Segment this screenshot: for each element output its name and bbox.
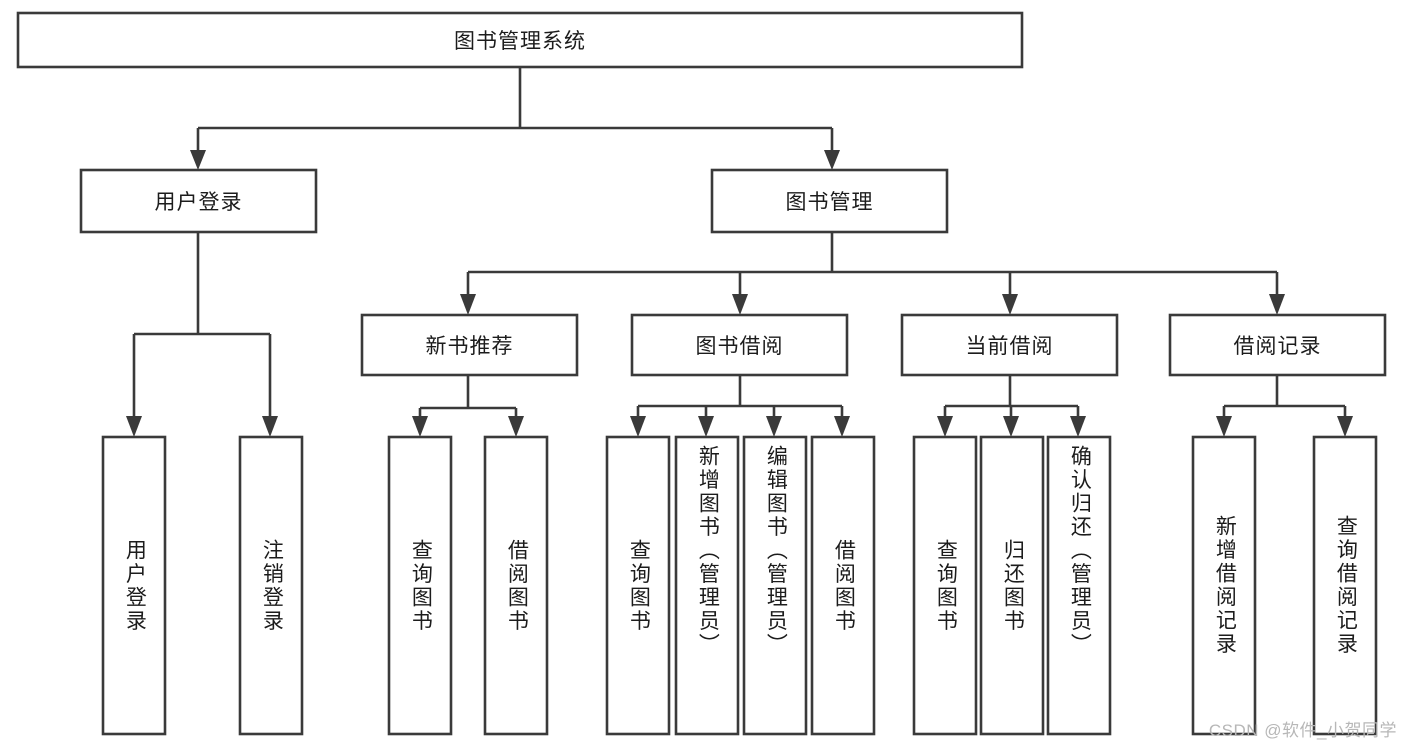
node-book-borrow[interactable] bbox=[630, 313, 849, 377]
arrowhead-leaf-user-login-2 bbox=[262, 416, 278, 437]
leaf-box-bborrow-2[interactable] bbox=[674, 435, 740, 736]
leaf-box-user-login-1[interactable] bbox=[101, 435, 167, 736]
node-root[interactable] bbox=[16, 11, 1024, 69]
connector-group-new-book bbox=[412, 375, 524, 437]
arrowhead-leaf-records-1 bbox=[1216, 416, 1232, 437]
arrowhead-leaf-records-2 bbox=[1337, 416, 1353, 437]
connector-group-borrow-records bbox=[1216, 375, 1353, 437]
leaf-box-bborrow-1[interactable] bbox=[605, 435, 671, 736]
arrowhead-leaf-cborrow-2 bbox=[1003, 416, 1019, 437]
arrowhead-leaf-bborrow-3 bbox=[766, 416, 782, 437]
arrowhead-borrow-records bbox=[1269, 294, 1285, 315]
arrowhead-leaf-newbook-2 bbox=[508, 416, 524, 437]
connector-group-book-borrow bbox=[630, 375, 850, 437]
leaf-box-newbook-2[interactable] bbox=[483, 435, 549, 736]
arrowhead-leaf-user-login-1 bbox=[126, 416, 142, 437]
arrowhead-current-borrow bbox=[1002, 294, 1018, 315]
arrowhead-leaf-bborrow-2 bbox=[698, 416, 714, 437]
leaf-box-cborrow-3[interactable] bbox=[1046, 435, 1112, 736]
leaf-box-records-2[interactable] bbox=[1312, 435, 1378, 736]
leaf-box-bborrow-3[interactable] bbox=[742, 435, 808, 736]
connector-group-user-login bbox=[126, 232, 278, 437]
node-new-book-recommend[interactable] bbox=[360, 313, 579, 377]
arrowhead-leaf-bborrow-1 bbox=[630, 416, 646, 437]
arrowhead-book-borrow bbox=[732, 294, 748, 315]
arrowhead-leaf-cborrow-3 bbox=[1070, 416, 1086, 437]
connector-group-current-borrow bbox=[937, 375, 1086, 437]
leaf-box-bborrow-4[interactable] bbox=[810, 435, 876, 736]
connector-group-root bbox=[190, 67, 840, 170]
arrowhead-leaf-newbook-1 bbox=[412, 416, 428, 437]
arrowhead-leaf-bborrow-4 bbox=[834, 416, 850, 437]
arrowhead-new-book bbox=[460, 294, 476, 315]
leaf-box-cborrow-1[interactable] bbox=[912, 435, 978, 736]
leaf-box-cborrow-2[interactable] bbox=[979, 435, 1045, 736]
leaf-box-records-1[interactable] bbox=[1191, 435, 1257, 736]
node-current-borrow[interactable] bbox=[900, 313, 1119, 377]
leaf-box-newbook-1[interactable] bbox=[387, 435, 453, 736]
watermark-text: CSDN @软件_小贺同学 bbox=[1208, 721, 1397, 740]
arrowhead-user-login bbox=[190, 150, 206, 170]
leaf-box-user-login-2[interactable] bbox=[238, 435, 304, 736]
connector-group-book-mgmt bbox=[460, 232, 1285, 315]
node-borrow-records[interactable] bbox=[1168, 313, 1387, 377]
node-book-management[interactable] bbox=[710, 168, 949, 234]
arrowhead-leaf-cborrow-1 bbox=[937, 416, 953, 437]
arrowhead-book-mgmt bbox=[824, 150, 840, 170]
node-user-login[interactable] bbox=[79, 168, 318, 234]
